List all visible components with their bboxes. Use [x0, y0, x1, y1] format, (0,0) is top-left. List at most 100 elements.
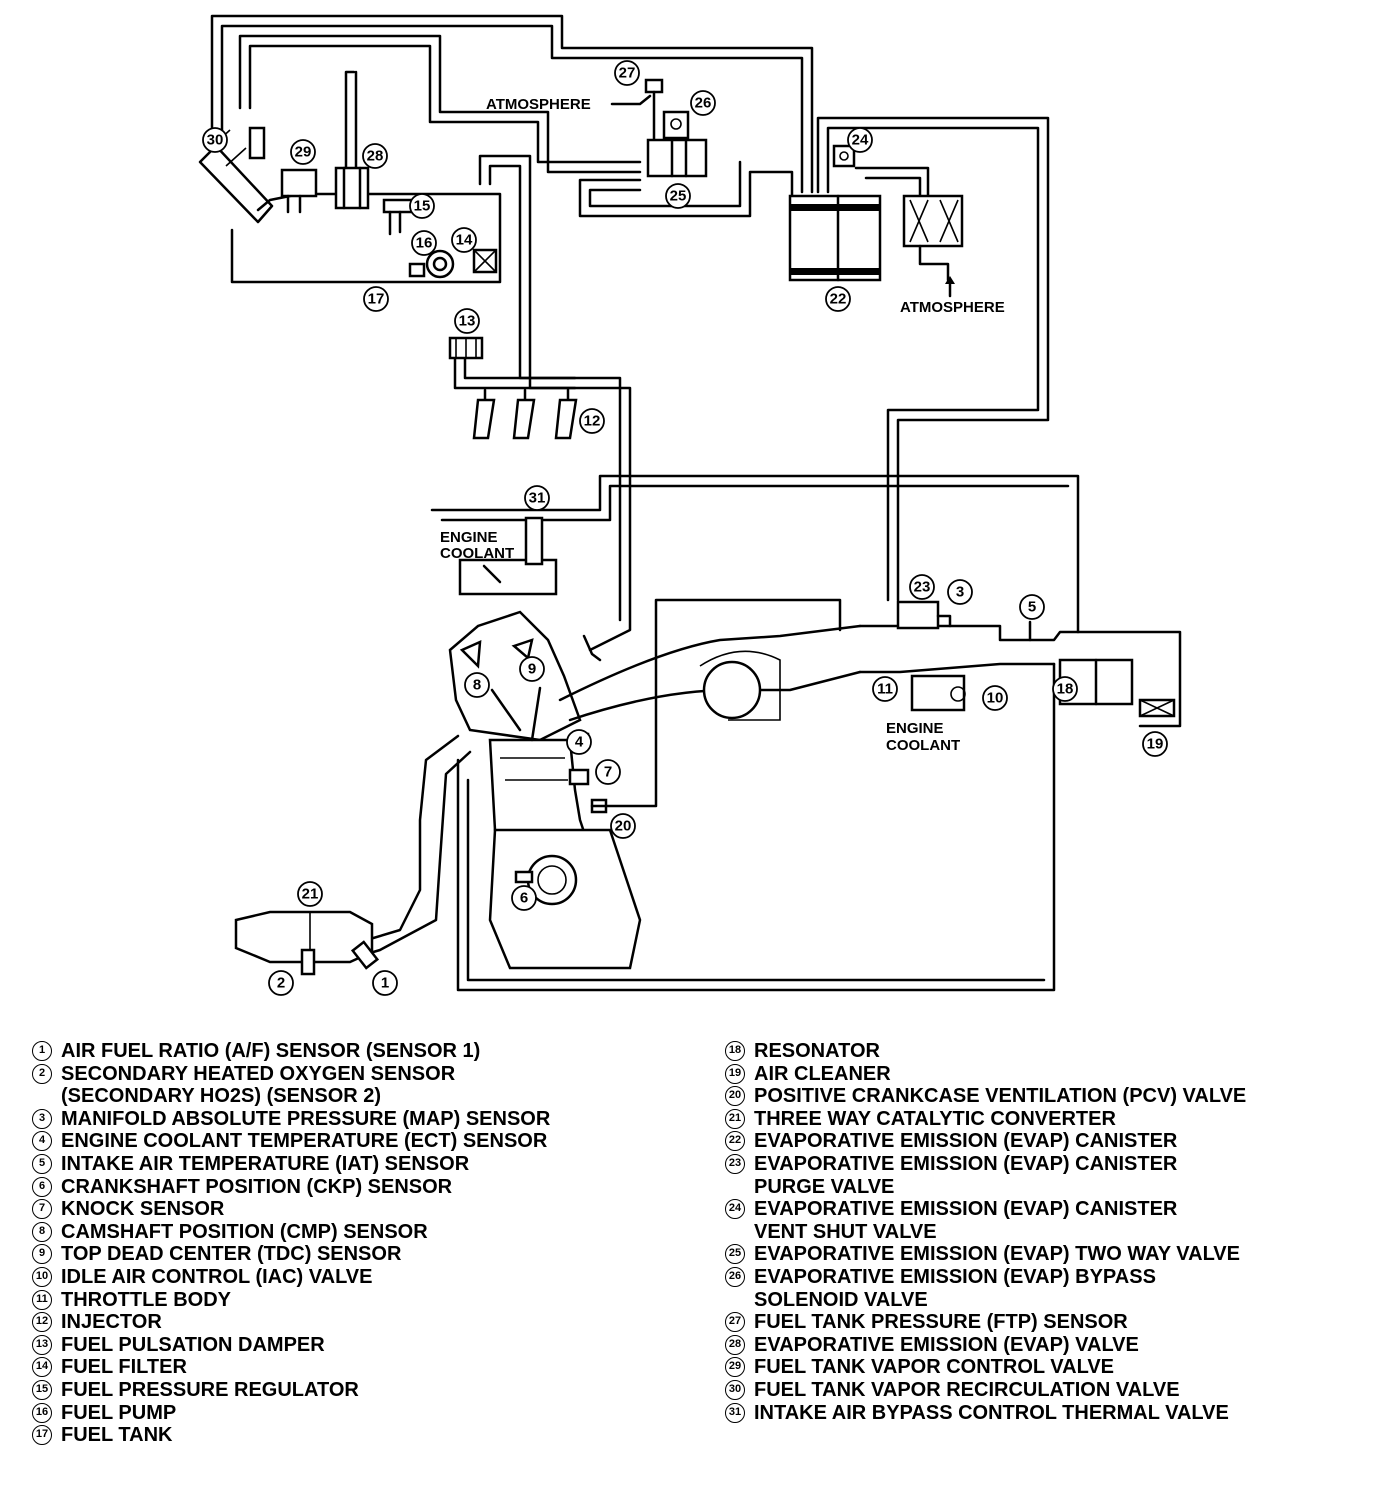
callout-28: 28: [362, 143, 388, 169]
svg-text:25: 25: [670, 188, 687, 205]
svg-text:18: 18: [1057, 681, 1074, 698]
svg-text:13: 13: [459, 313, 476, 330]
injector-assembly: [448, 336, 578, 440]
legend-item-27: 27 FUEL TANK PRESSURE (FTP) SENSOR: [725, 1311, 1365, 1334]
legend-number: 4: [32, 1131, 52, 1152]
fuel-tank: [198, 126, 502, 284]
legend-text: POSITIVE CRANKCASE VENTILATION (PCV) VAL…: [754, 1085, 1247, 1108]
legend-number: 25: [725, 1244, 745, 1265]
legend-number: 24: [725, 1199, 745, 1220]
legend-text: EVAPORATIVE EMISSION (EVAP) CANISTER: [754, 1130, 1178, 1153]
callout-9: 9: [519, 656, 545, 682]
callout-8: 8: [464, 672, 490, 698]
engine-coolant-label-2: ENGINE: [886, 720, 944, 737]
legend-number: 7: [32, 1199, 52, 1220]
callout-markers: 1 2 3 4 5 6 7 8 9 10 11 12 13 14 15 16 1…: [202, 60, 1168, 996]
legend-number: 19: [725, 1063, 745, 1084]
callout-7: 7: [595, 759, 621, 785]
svg-text:24: 24: [852, 132, 869, 149]
legend-text: CAMSHAFT POSITION (CMP) SENSOR: [61, 1220, 428, 1243]
svg-text:28: 28: [367, 148, 384, 165]
intake-exhaust-pipes: [234, 474, 1182, 992]
legend-number: 10: [32, 1266, 52, 1287]
legend-number: 30: [725, 1379, 745, 1400]
legend-number: 15: [32, 1379, 52, 1400]
svg-text:1: 1: [381, 975, 389, 992]
legend-number: 14: [32, 1357, 52, 1378]
legend-text: ENGINE COOLANT TEMPERATURE (ECT) SENSOR: [61, 1130, 548, 1153]
callout-10: 10: [982, 685, 1008, 711]
legend-text: THREE WAY CATALYTIC CONVERTER: [754, 1107, 1116, 1130]
legend-number: 1: [32, 1041, 52, 1061]
legend-item-19: 19 AIR CLEANER: [725, 1063, 1365, 1086]
legend-number: 26: [725, 1266, 745, 1287]
svg-text:7: 7: [604, 764, 612, 781]
legend-number: 12: [32, 1312, 52, 1333]
legend-item-12: 12 INJECTOR: [32, 1311, 672, 1334]
legend-item-2: 2 SECONDARY HEATED OXYGEN SENSOR(SECONDAR…: [32, 1063, 672, 1108]
atmosphere-label-top: ATMOSPHERE: [486, 96, 591, 113]
svg-text:22: 22: [830, 291, 847, 308]
svg-text:14: 14: [456, 232, 473, 249]
legend-number: 21: [725, 1108, 745, 1129]
callout-1: 1: [372, 970, 398, 996]
legend-text: AIR CLEANER: [754, 1062, 891, 1085]
legend-number: 23: [725, 1153, 745, 1174]
svg-text:6: 6: [520, 890, 528, 907]
svg-text:26: 26: [695, 95, 712, 112]
callout-19: 19: [1142, 731, 1168, 757]
legend-text: FUEL TANK: [61, 1424, 173, 1447]
callout-26: 26: [690, 90, 716, 116]
legend-number: 2: [32, 1063, 52, 1084]
callout-16: 16: [411, 230, 437, 256]
svg-text:31: 31: [529, 490, 546, 507]
svg-text:16: 16: [416, 235, 433, 252]
callout-24: 24: [847, 127, 873, 153]
callout-17: 17: [363, 286, 389, 312]
legend-text: INJECTOR: [61, 1311, 162, 1334]
legend-text: FUEL PUMP: [61, 1401, 177, 1424]
legend-number: 9: [32, 1244, 52, 1265]
legend-text: SECONDARY HEATED OXYGEN SENSOR(SECONDARY…: [61, 1062, 456, 1108]
callout-21: 21: [297, 881, 323, 907]
legend-number: 13: [32, 1334, 52, 1355]
legend-number: 27: [725, 1312, 745, 1333]
svg-text:23: 23: [914, 579, 931, 596]
legend-text: EVAPORATIVE EMISSION (EVAP) TWO WAY VALV…: [754, 1243, 1240, 1266]
svg-text:29: 29: [295, 144, 312, 161]
legend-text: AIR FUEL RATIO (A/F) SENSOR (SENSOR 1): [61, 1040, 481, 1062]
callout-6: 6: [511, 885, 537, 911]
callout-31: 31: [524, 485, 550, 511]
callout-2: 2: [268, 970, 294, 996]
callout-23: 23: [909, 574, 935, 600]
svg-text:21: 21: [302, 886, 319, 903]
legend-number: 17: [32, 1425, 52, 1446]
legend-text: MANIFOLD ABSOLUTE PRESSURE (MAP) SENSOR: [61, 1107, 551, 1130]
legend-text: FUEL TANK PRESSURE (FTP) SENSOR: [754, 1311, 1128, 1334]
legend-text: INTAKE AIR TEMPERATURE (IAT) SENSOR: [61, 1152, 470, 1175]
legend-number: 29: [725, 1357, 745, 1378]
svg-text:3: 3: [956, 584, 964, 601]
svg-text:8: 8: [473, 677, 481, 694]
engine-coolant-label-2b: COOLANT: [886, 737, 960, 754]
evap-canister: [788, 144, 964, 298]
legend-item-17: 17 FUEL TANK: [32, 1424, 672, 1447]
svg-text:11: 11: [877, 681, 893, 698]
engine-coolant-label-1: ENGINE: [440, 529, 498, 546]
